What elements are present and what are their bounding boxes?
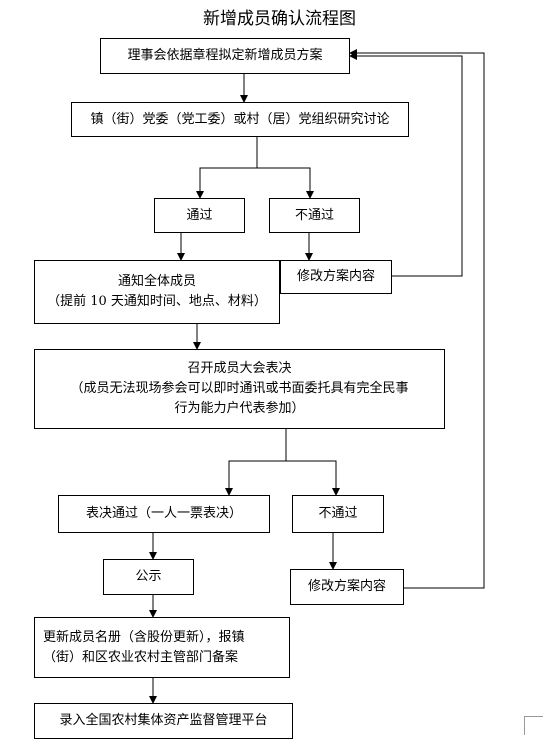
step-enter-platform: 录入全国农村集体资产监督管理平台 (34, 703, 293, 739)
arrow-meeting-fail (286, 460, 340, 496)
step-vote-pass: 表决通过（一人一票表决） (58, 495, 270, 533)
arrow-revise1-loop (349, 52, 463, 277)
step-fail-1: 不通过 (269, 198, 360, 233)
step-revise-plan-1: 修改方案内容 (280, 260, 392, 294)
step-fail-2: 不通过 (292, 495, 384, 533)
arrow-revise2-loop (349, 49, 485, 589)
arrow-s2-fail (257, 167, 314, 199)
step-pass-1: 通过 (154, 198, 245, 233)
step-revise-plan-2: 修改方案内容 (290, 569, 404, 605)
page-title: 新增成员确认流程图 (203, 9, 356, 29)
page-corner-mark (524, 716, 543, 735)
step-publicize: 公示 (103, 559, 194, 595)
step-party-discussion: 镇（街）党委（党工委）或村（居）党组织研究讨论 (71, 102, 409, 137)
step-members-meeting: 召开成员大会表决 （成员无法现场参会可以即时通讯或书面委托具有完全民事 行为能力… (34, 349, 445, 429)
step-notify-members: 通知全体成员 （提前 10 天通知时间、地点、材料） (34, 260, 280, 324)
arrow-meeting-vote (225, 429, 287, 496)
step-update-roster: 更新成员名册（含股份更新），报镇 （街）和区农业农村主管部门备案 (34, 617, 290, 678)
arrow-s2-pass (196, 137, 258, 199)
step-board-draft: 理事会依据章程拟定新增成员方案 (100, 38, 350, 74)
